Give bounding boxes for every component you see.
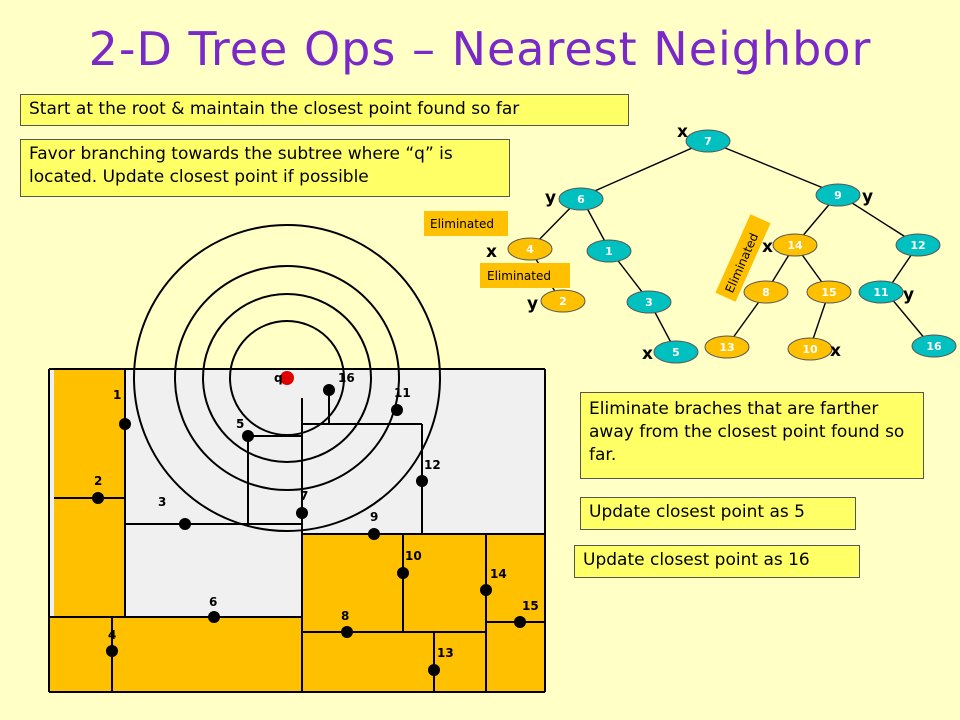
point-label-12: 12 (424, 458, 441, 472)
eliminated-tag-middle: Eliminated (480, 263, 570, 288)
point-label-2: 2 (94, 474, 102, 488)
tree-node-14: 14 (772, 233, 818, 257)
svg-text:9: 9 (834, 189, 842, 202)
point-1 (119, 418, 131, 430)
point-15 (514, 616, 526, 628)
svg-text:8: 8 (762, 286, 770, 299)
callout-update-5: Update closest point as 5 (580, 497, 856, 530)
tree-node-6: 6 (558, 187, 604, 211)
svg-text:15: 15 (821, 286, 836, 299)
point-label-7: 7 (300, 489, 308, 503)
point-label-3: 3 (158, 495, 166, 509)
axis-label-node11-y: y (903, 285, 914, 305)
point-label-6: 6 (209, 595, 217, 609)
point-9 (368, 528, 380, 540)
axis-label-node9-y: y (862, 187, 873, 207)
point-label-13: 13 (437, 646, 454, 660)
tree-node-12: 12 (895, 233, 941, 257)
svg-text:3: 3 (645, 296, 653, 309)
query-point (280, 371, 294, 385)
tree-node-4: 4 (507, 237, 553, 261)
point-label-14: 14 (490, 567, 507, 581)
point-16 (323, 384, 335, 396)
point-4 (106, 645, 118, 657)
point-8 (341, 626, 353, 638)
callout-update-16: Update closest point as 16 (574, 545, 860, 578)
point-7 (296, 507, 308, 519)
tree-node-11: 11 (858, 280, 904, 304)
axis-label-node5-x: x (642, 344, 653, 364)
callout-branch: Favor branching towards the subtree wher… (20, 139, 510, 197)
point-label-10: 10 (405, 549, 422, 563)
svg-text:2: 2 (559, 295, 567, 308)
svg-text:14: 14 (787, 239, 803, 252)
axis-label-node14-x: x (762, 237, 773, 257)
point-3 (179, 518, 191, 530)
callout-eliminate: Eliminate braches that are farther away … (580, 392, 924, 479)
tree-node-3: 3 (626, 290, 672, 314)
point-label-4: 4 (108, 628, 116, 642)
tree-node-9: 9 (815, 183, 861, 207)
svg-text:13: 13 (719, 341, 734, 354)
point-12 (416, 475, 428, 487)
slide-title: 2-D Tree Ops – Nearest Neighbor (88, 22, 872, 76)
svg-text:4: 4 (526, 243, 534, 256)
point-label-16: 16 (338, 371, 355, 385)
point-11 (391, 404, 403, 416)
axis-label-node10-x: x (830, 341, 841, 361)
tree-node-8: 8 (743, 280, 789, 304)
svg-text:10: 10 (802, 343, 818, 356)
tree-node-1: 1 (586, 239, 632, 263)
point-13 (428, 664, 440, 676)
tree-node-10: 10 (787, 337, 833, 361)
point-10 (397, 567, 409, 579)
point-2 (92, 492, 104, 504)
tree-node-16: 16 (911, 334, 957, 358)
query-label: q (274, 371, 283, 385)
point-5 (242, 430, 254, 442)
svg-text:Eliminated: Eliminated (487, 269, 551, 283)
tree-node-15: 15 (806, 280, 852, 304)
tree-node-2: 2 (540, 289, 586, 313)
axis-label-node2-y: y (527, 294, 538, 314)
point-label-9: 9 (370, 510, 378, 524)
svg-text:11: 11 (873, 286, 888, 299)
point-14 (480, 584, 492, 596)
point-label-15: 15 (522, 599, 539, 613)
svg-text:1: 1 (605, 245, 613, 258)
point-label-11: 11 (394, 386, 411, 400)
tree-node-5: 5 (653, 340, 699, 364)
svg-text:7: 7 (704, 135, 712, 148)
svg-text:6: 6 (577, 193, 585, 206)
svg-text:5: 5 (672, 346, 680, 359)
axis-label-root-x: x (677, 122, 688, 142)
callout-root: Start at the root & maintain the closest… (20, 94, 629, 126)
svg-text:12: 12 (910, 239, 925, 252)
svg-text:Eliminated: Eliminated (430, 217, 494, 231)
axis-label-node4-x: x (486, 242, 497, 262)
search-circles (133, 224, 441, 532)
axis-label-node6-y: y (545, 188, 556, 208)
tree-node-7: 7 (685, 129, 731, 153)
svg-text:16: 16 (926, 340, 942, 353)
eliminated-tag-left: Eliminated (424, 211, 508, 236)
point-label-8: 8 (341, 609, 349, 623)
point-6 (208, 611, 220, 623)
point-label-5: 5 (236, 417, 244, 431)
point-label-1: 1 (113, 388, 121, 402)
tree-node-13: 13 (704, 335, 750, 359)
